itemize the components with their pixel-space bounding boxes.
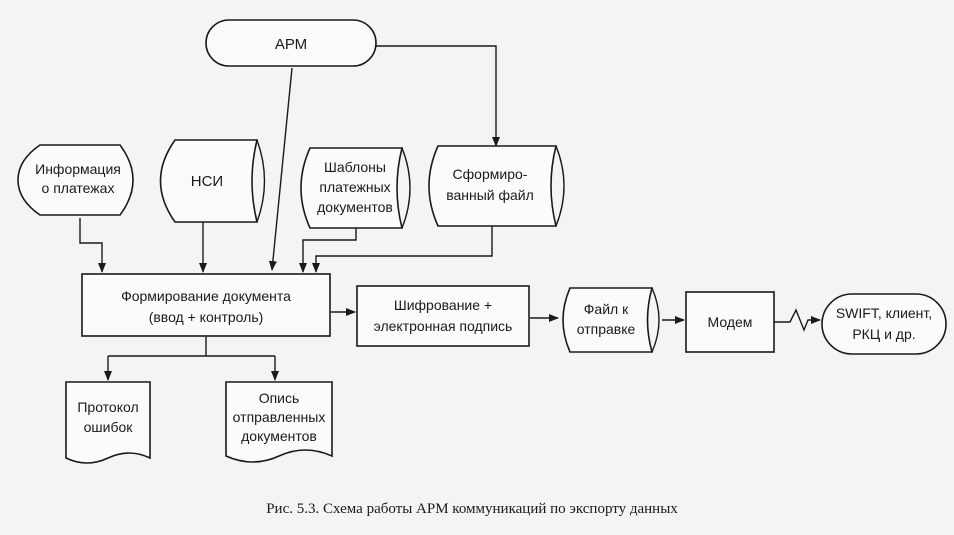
node-arm-label: АРМ	[275, 36, 307, 53]
node-error-log-line-1: Протокол	[77, 399, 138, 415]
node-nsi: НСИ	[159, 139, 266, 223]
node-external: SWIFT, клиент, РКЦ и др.	[821, 293, 947, 355]
node-payment-info: Информация о платежах	[17, 144, 134, 216]
node-arm: АРМ	[205, 19, 377, 67]
node-sent-inventory-line-2: отправленных	[233, 409, 326, 425]
node-modem-label: Модем	[708, 314, 753, 330]
node-encryption: Шифрование + электронная подпись	[356, 285, 530, 347]
connector-doc-formation-to-outputs	[108, 337, 275, 357]
connector-arm-to-formed-file	[374, 45, 500, 147]
node-external-line-1: SWIFT, клиент,	[836, 305, 932, 321]
connector-templates-to-doc-formation	[299, 228, 357, 273]
node-doc-formation-line-2: (ввод + контроль)	[149, 309, 264, 325]
node-payment-info-line-1: Информация	[35, 161, 121, 177]
node-templates-line-2: платежных	[319, 179, 390, 195]
connector-modem-to-external	[774, 308, 821, 332]
node-doc-formation-line-1: Формирование документа	[121, 288, 291, 304]
connectors	[79, 45, 821, 381]
connector-payment-info-to-doc-formation	[79, 218, 106, 273]
node-templates-line-3: документов	[317, 199, 393, 215]
node-external-line-2: РКЦ и др.	[852, 326, 915, 342]
node-sent-inventory: Опись отправленных документов	[225, 381, 333, 463]
node-file-to-send-line-1: Файл к	[584, 301, 629, 317]
node-error-log-line-2: ошибок	[84, 419, 134, 435]
node-templates-line-1: Шаблоны	[324, 159, 386, 175]
node-formed-file-line-1: Сформиро-	[453, 166, 528, 182]
node-modem: Модем	[685, 291, 775, 353]
node-encryption-line-2: электронная подпись	[374, 318, 513, 334]
node-encryption-line-1: Шифрование +	[394, 297, 492, 313]
connector-arm-to-doc-formation	[268, 67, 293, 271]
figure-caption: Рис. 5.3. Схема работы АРМ коммуникаций …	[266, 501, 678, 517]
node-formed-file-line-2: ванный файл	[446, 187, 534, 203]
connector-formed-file-to-doc-formation	[312, 226, 493, 273]
node-doc-formation: Формирование документа (ввод + контроль)	[81, 273, 331, 337]
node-sent-inventory-line-3: документов	[241, 428, 317, 444]
node-sent-inventory-line-1: Опись	[259, 390, 300, 406]
node-formed-file: Сформиро- ванный файл	[428, 145, 565, 227]
node-payment-info-line-2: о платежах	[42, 180, 115, 196]
node-templates: Шаблоны платежных документов	[300, 147, 411, 229]
node-file-to-send-line-2: отправке	[577, 321, 636, 337]
node-file-to-send: Файл к отправке	[562, 287, 660, 353]
node-error-log: Протокол ошибок	[65, 381, 151, 464]
node-nsi-label: НСИ	[191, 173, 223, 190]
